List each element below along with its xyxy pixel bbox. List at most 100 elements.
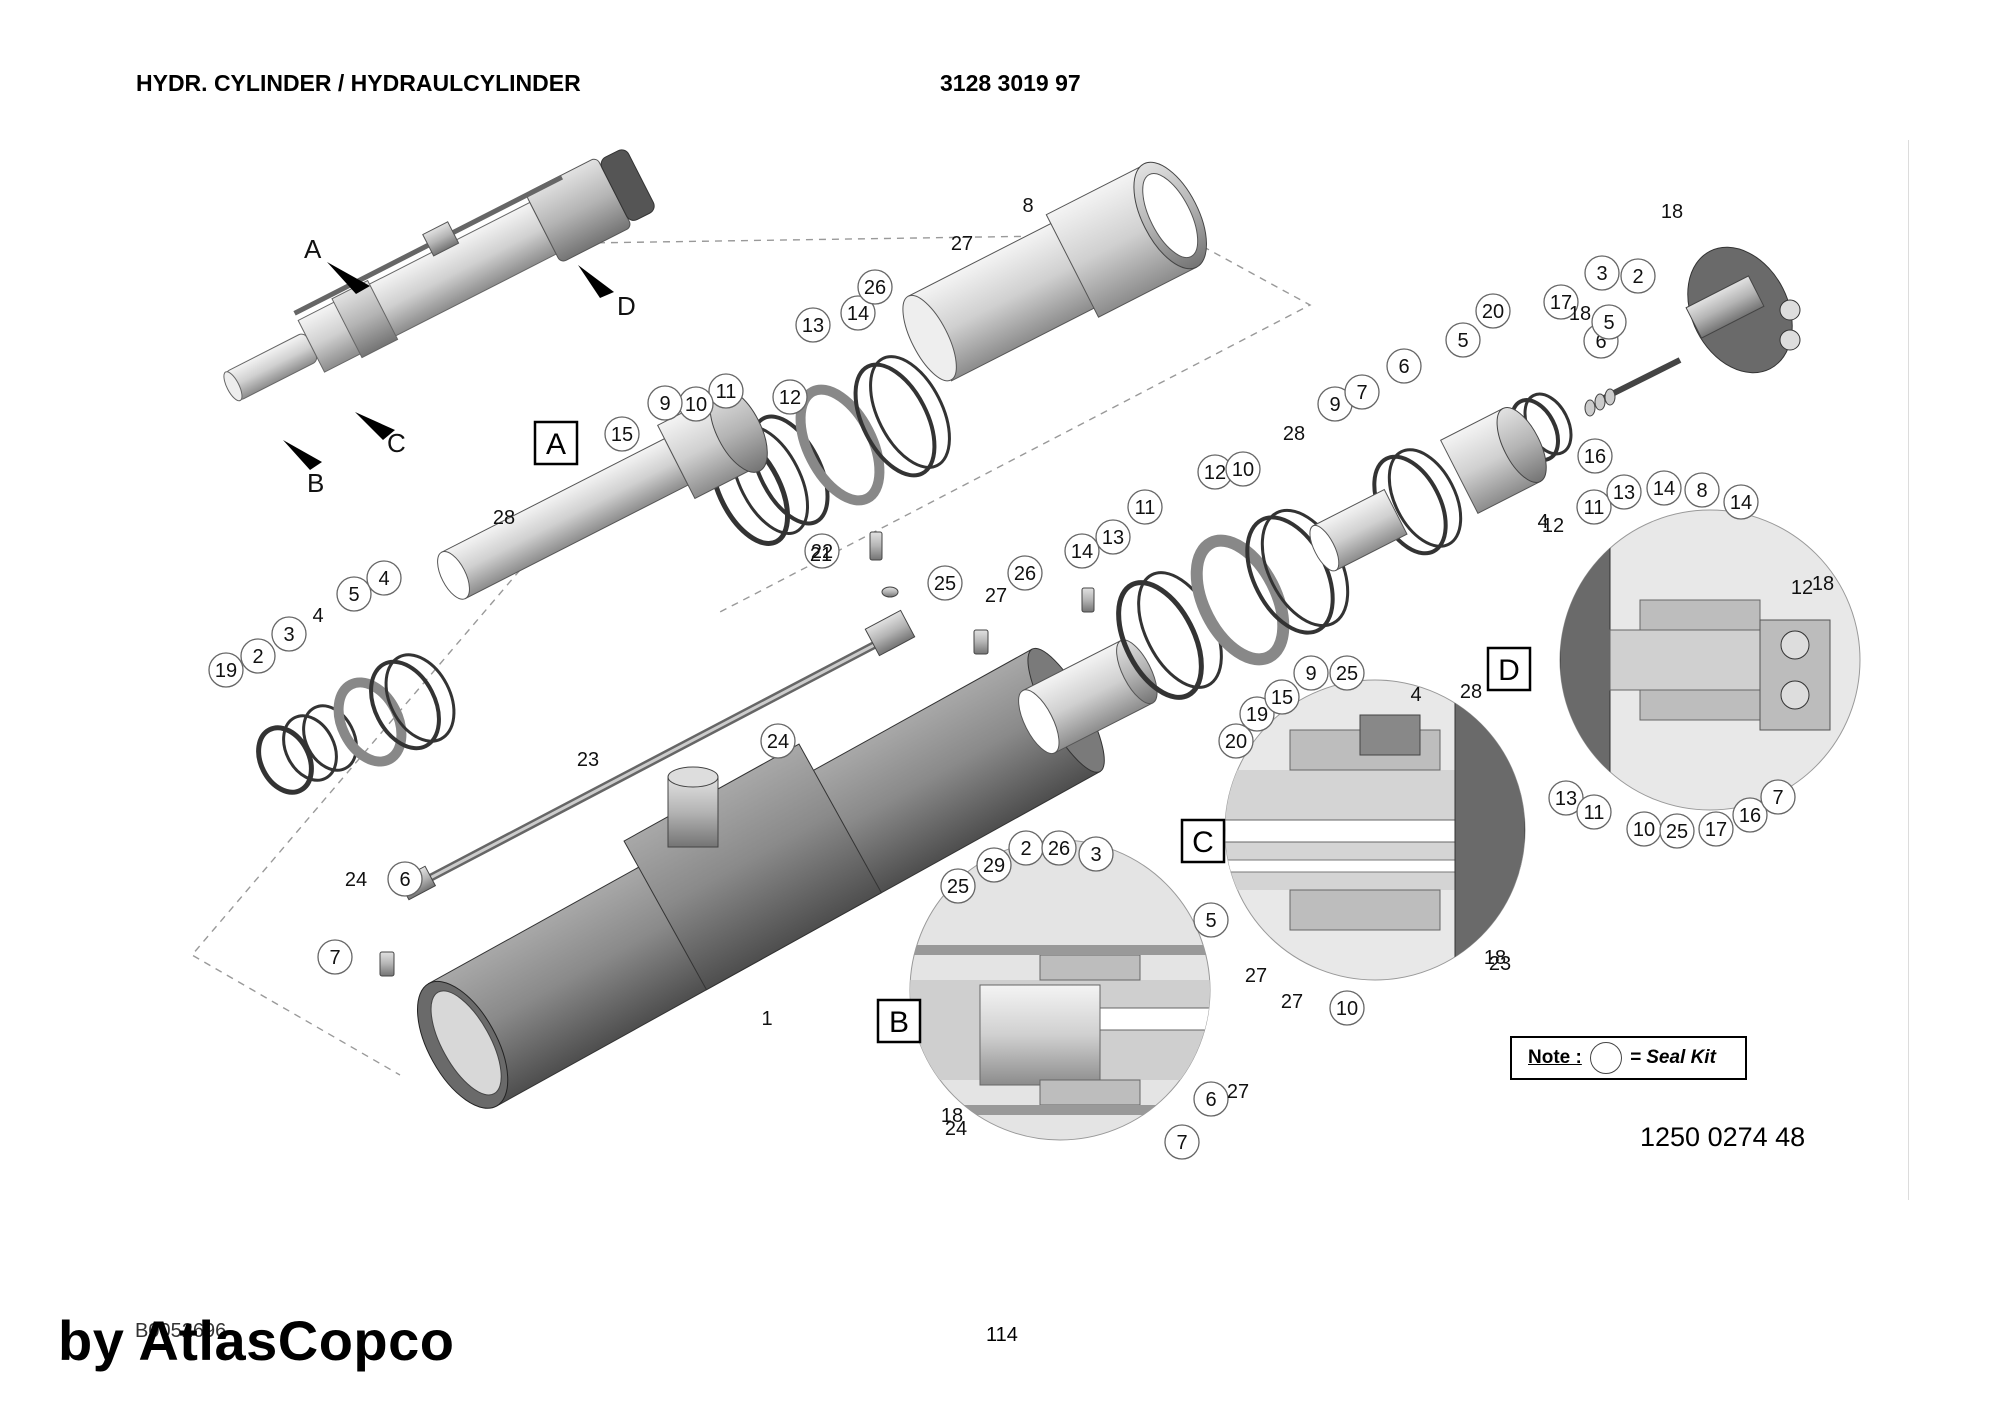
callout-label: 24 — [767, 731, 789, 753]
view-box-d: D — [1486, 646, 1532, 692]
part-number-label: 18 — [941, 1105, 963, 1127]
callout-label: 26 — [864, 277, 886, 299]
seal-rings-left — [256, 653, 456, 795]
callout-seal-kit-item: 3 — [1078, 836, 1114, 872]
callout-label: 29 — [983, 855, 1005, 877]
callout-seal-kit-item: 3 — [271, 616, 307, 652]
part-number-label: 27 — [1281, 991, 1303, 1013]
callout-seal-kit-item: 6 — [1193, 1081, 1229, 1117]
callout-label: 19 — [1246, 704, 1268, 726]
callout-seal-kit-item: 20 — [1218, 723, 1254, 759]
callout-seal-kit-item: 5 — [1445, 322, 1481, 358]
note-text: = Seal Kit — [1629, 1047, 1716, 1068]
callout-label: 15 — [611, 424, 633, 446]
callout-seal-kit-item: 11 — [1576, 489, 1612, 525]
piston-rod-a — [437, 387, 768, 600]
callout-label: 26 — [1048, 838, 1070, 860]
callout-seal-kit-item: 26 — [1041, 830, 1077, 866]
callout-seal-kit-item: 6 — [1386, 348, 1422, 384]
callout-seal-kit-item: 10 — [1626, 811, 1662, 847]
callout-seal-kit-item: 13 — [795, 307, 831, 343]
callout-seal-kit-item: 26 — [1007, 555, 1043, 591]
svg-text:C: C — [387, 428, 406, 458]
part-number-label: 28 — [1460, 681, 1482, 703]
callout-seal-kit-item: 9 — [1317, 386, 1353, 422]
callout-seal-kit-item: 10 — [678, 386, 714, 422]
callout-seal-kit-item: 25 — [940, 868, 976, 904]
callout-label: 25 — [947, 876, 969, 898]
callout-label: 12 — [779, 387, 801, 409]
part-number-label: 18 — [1569, 303, 1591, 325]
callout-label: 12 — [1204, 462, 1226, 484]
callout-seal-kit-item: 2 — [240, 638, 276, 674]
callout-seal-kit-item: 4 — [366, 560, 402, 596]
part-number-label: 8 — [1022, 195, 1033, 217]
part-number-label: 23 — [577, 749, 599, 771]
callout-label: 20 — [1225, 731, 1247, 753]
callout-label: 6 — [1398, 356, 1409, 378]
seal-kit-note: Note : = Seal Kit — [1510, 1036, 1747, 1080]
view-box-b: B — [876, 998, 922, 1044]
page-number: 114 — [986, 1324, 1018, 1346]
drawing-number: 1250 0274 48 — [1640, 1122, 1806, 1152]
arrow-labels: A B C D — [304, 234, 636, 498]
svg-text:D: D — [1498, 654, 1520, 687]
callout-label: 9 — [659, 393, 670, 415]
part-number-label: 24 — [345, 869, 367, 891]
callout-label: 3 — [1596, 263, 1607, 285]
callout-seal-kit-item: 24 — [760, 723, 796, 759]
port-fitting — [667, 766, 719, 848]
callout-seal-kit-item: 3 — [1584, 255, 1620, 291]
svg-text:A: A — [304, 234, 322, 264]
callout-seal-kit-item: 10 — [1225, 451, 1261, 487]
callout-label: 9 — [1305, 663, 1316, 685]
seal-kit-circle-icon — [1589, 1042, 1622, 1074]
valve-spool — [1584, 357, 1682, 417]
callout-seal-kit-item: 22 — [804, 533, 840, 569]
svg-text:B: B — [307, 468, 324, 498]
callout-label: 7 — [1176, 1132, 1187, 1154]
callout-label: 10 — [1232, 459, 1254, 481]
callout-label: 6 — [399, 869, 410, 891]
callout-label: 25 — [1666, 821, 1688, 843]
callout-label: 2 — [252, 646, 263, 668]
callout-label: 13 — [802, 315, 824, 337]
callout-seal-kit-item: 14 — [1646, 470, 1682, 506]
callout-seal-kit-item: 29 — [976, 847, 1012, 883]
part-number-label: 24 — [945, 1118, 967, 1140]
note-label: Note : — [1528, 1047, 1582, 1068]
callout-seal-kit-item: 14 — [1723, 484, 1759, 520]
doc-reference: B0052696 — [135, 1320, 227, 1342]
svg-text:C: C — [1192, 826, 1214, 859]
callout-label: 9 — [1329, 394, 1340, 416]
callout-label: 14 — [847, 303, 869, 325]
callout-label: 20 — [1482, 301, 1504, 323]
callout-label: 11 — [1135, 497, 1156, 519]
callout-label: 6 — [1205, 1089, 1216, 1111]
piston-4 — [1439, 407, 1547, 514]
callout-seal-kit-item: 16 — [1577, 438, 1613, 474]
callout-label: 16 — [1584, 446, 1606, 468]
view-box-c: C — [1180, 818, 1226, 864]
part-number-label: 27 — [951, 233, 973, 255]
callout-seal-kit-item: 25 — [1329, 655, 1365, 691]
callout-seal-kit-item: 13 — [1095, 519, 1131, 555]
callout-label: 11 — [1584, 497, 1605, 519]
callout-seal-kit-item: 6 — [387, 861, 423, 897]
callout-seal-kit-item: 11 — [708, 373, 744, 409]
spacer-28 — [1309, 488, 1408, 572]
callout-seal-kit-item: 19 — [208, 652, 244, 688]
callout-seal-kit-item: 5 — [1193, 902, 1229, 938]
callout-seal-kit-item: 13 — [1606, 474, 1642, 510]
callout-seal-kit-item: 19 — [1239, 696, 1275, 732]
cylinder-head-18 — [1685, 246, 1801, 374]
callout-seal-kit-item: 15 — [1264, 679, 1300, 715]
callout-seal-kit-item: 14 — [840, 295, 876, 331]
callout-label: 17 — [1705, 819, 1727, 841]
callout-label: 17 — [1550, 292, 1572, 314]
view-box-a: A — [533, 420, 579, 466]
callout-seal-kit-item: 14 — [1064, 533, 1100, 569]
callout-label: 22 — [811, 541, 833, 563]
